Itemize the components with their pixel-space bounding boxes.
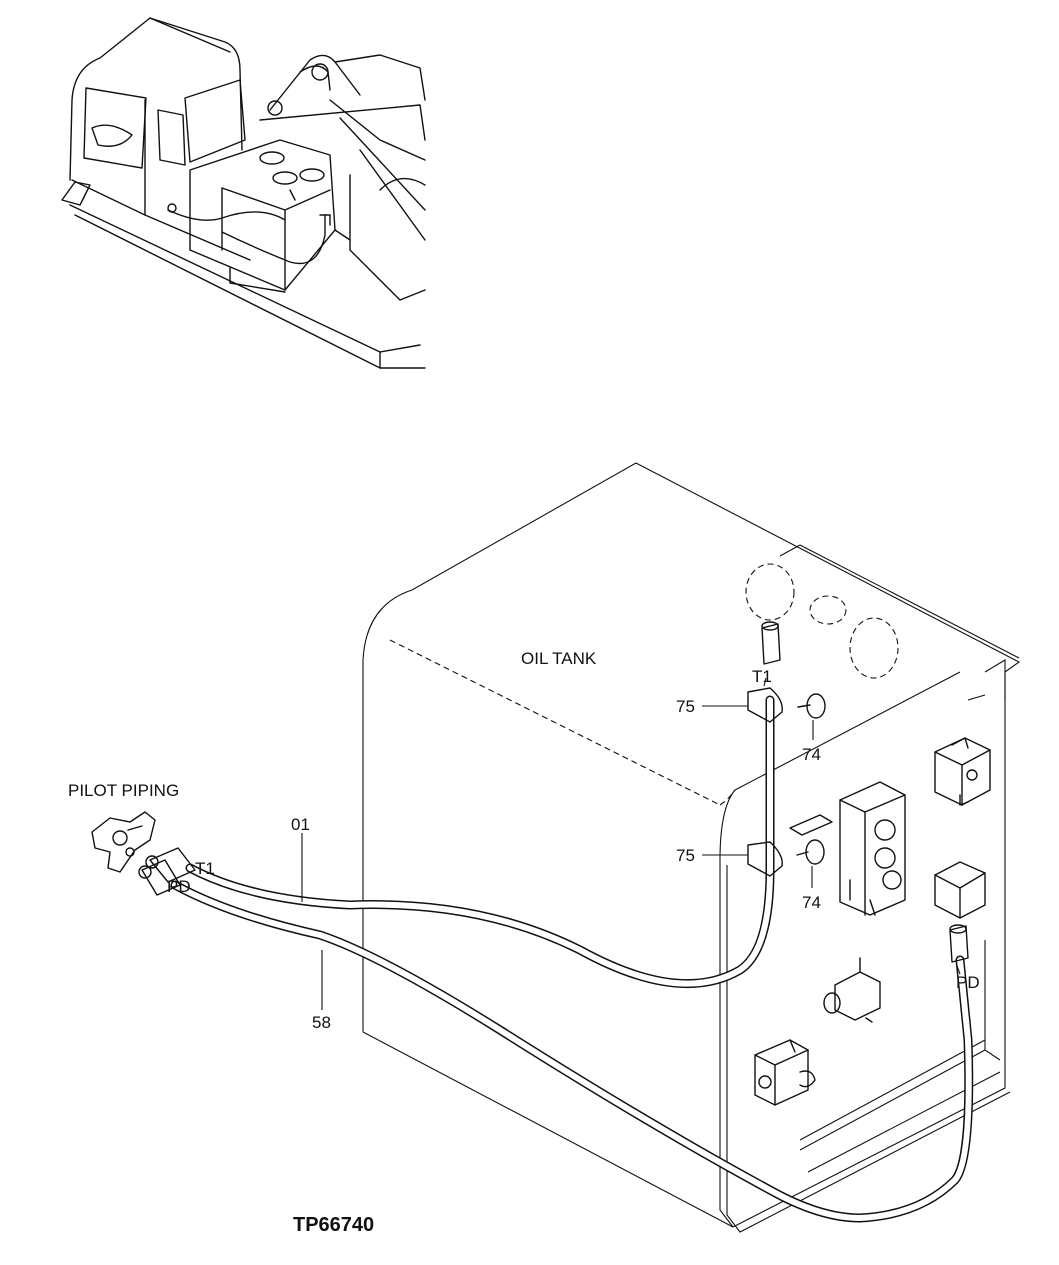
drawing-number: TP66740 bbox=[293, 1214, 374, 1236]
part-number-75-lower: 75 bbox=[676, 846, 695, 865]
part-number-75-upper: 75 bbox=[676, 697, 695, 716]
pilot-piping-label: PILOT PIPING bbox=[68, 781, 179, 800]
port-label-pd-right: PD bbox=[956, 973, 980, 992]
oil-tank: OIL TANK bbox=[362, 462, 1021, 1233]
control-valves bbox=[754, 737, 991, 1106]
clamps-and-bolts bbox=[747, 687, 826, 877]
leader-lines bbox=[301, 677, 961, 1010]
part-number-01: 01 bbox=[291, 815, 310, 834]
port-label-t1-upper: T1 bbox=[752, 667, 772, 686]
pilot-piping-valve bbox=[91, 811, 156, 873]
callout-labels: PILOT PIPING 01 58 75 75 74 74 T1 T1 PD … bbox=[68, 667, 980, 1236]
hoses bbox=[138, 621, 974, 1223]
part-number-74-upper: 74 bbox=[802, 745, 821, 764]
excavator-overview bbox=[61, 17, 426, 369]
port-label-pd-left: PD bbox=[167, 877, 191, 896]
oil-tank-label: OIL TANK bbox=[521, 649, 597, 668]
part-number-74-lower: 74 bbox=[802, 893, 821, 912]
part-number-58: 58 bbox=[312, 1013, 331, 1032]
port-label-t1-left: T1 bbox=[195, 859, 215, 878]
